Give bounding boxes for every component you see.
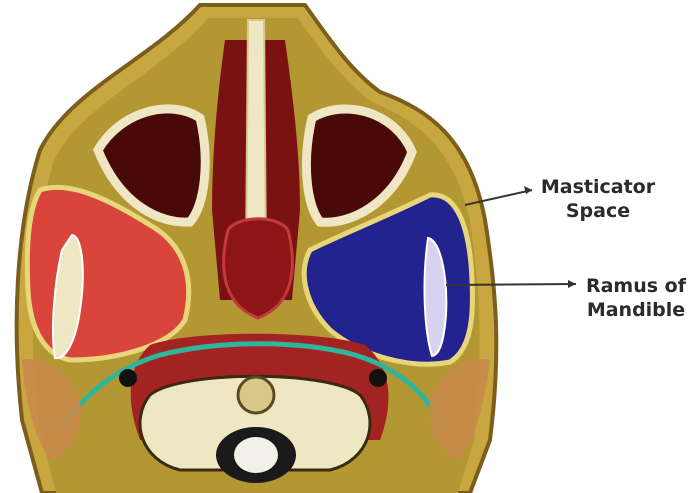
masticator-space-label-line2: Space <box>536 199 660 223</box>
masticator-space-label-line1: Masticator <box>536 175 660 199</box>
spinal-cord <box>234 437 278 473</box>
ramus-arrowhead <box>568 280 576 288</box>
dens <box>238 377 274 413</box>
ramus-label-line2: Mandible <box>580 298 692 322</box>
left-vessel <box>119 369 137 387</box>
ramus-pointer-line <box>446 284 576 285</box>
ramus-of-mandible-label: Ramus of Mandible <box>580 274 692 322</box>
masticator-space-label: Masticator Space <box>536 175 660 223</box>
masticator-space-arrowhead <box>524 186 532 194</box>
right-vessel <box>369 369 387 387</box>
ramus-label-line1: Ramus of <box>580 274 692 298</box>
